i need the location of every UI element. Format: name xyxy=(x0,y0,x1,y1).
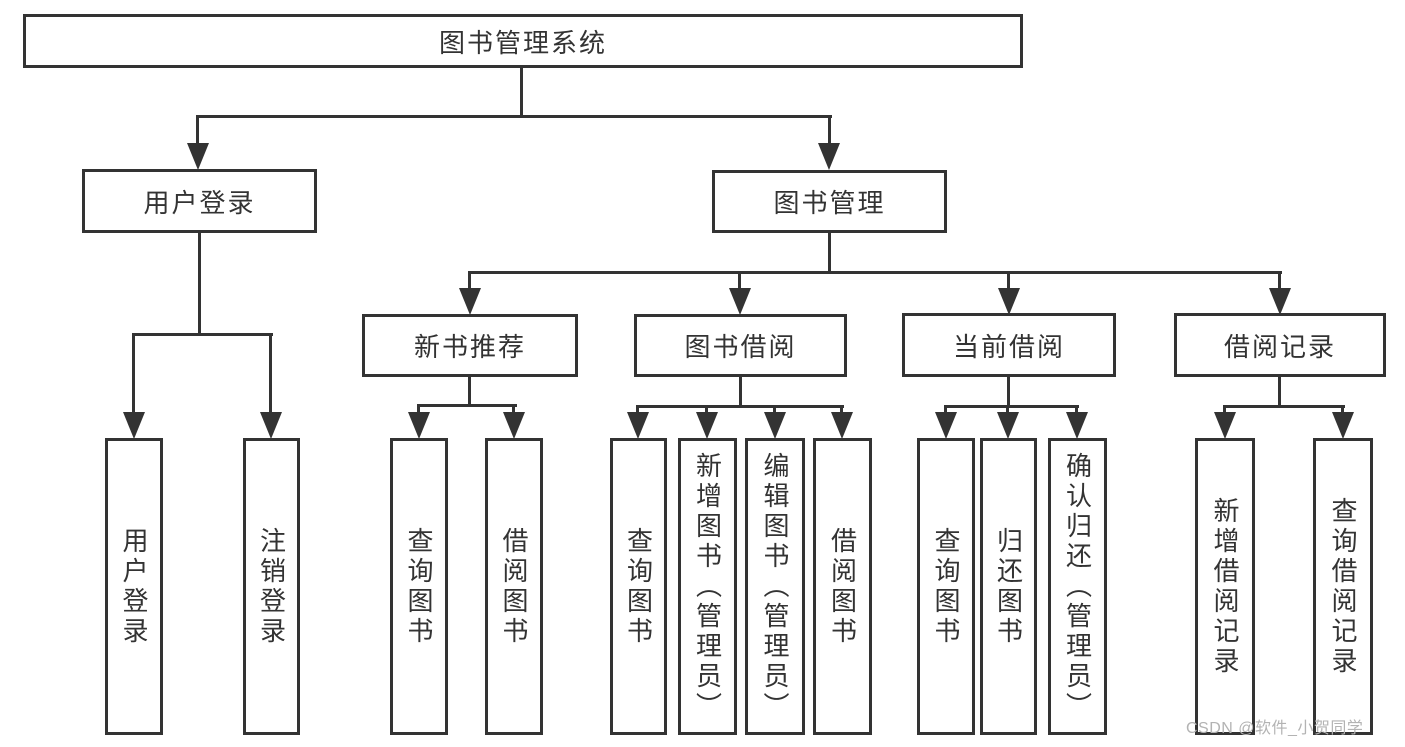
connector-leaf-stem-line xyxy=(1341,408,1344,413)
leaf-label: 编辑图书（管理员） xyxy=(760,451,790,722)
connector-level2-stem-line xyxy=(738,274,741,290)
leaf-add-borrow-record: 新增借阅记录 xyxy=(1195,438,1255,735)
arrow-down-icon xyxy=(260,412,282,439)
connector-stub-line xyxy=(1278,377,1281,408)
arrow-down-icon xyxy=(997,412,1019,439)
connector-leaf-stem-line xyxy=(1075,408,1078,413)
arrow-down-icon xyxy=(831,412,853,439)
arrow-down-icon xyxy=(408,412,430,439)
node-book-management: 图书管理 xyxy=(712,170,947,233)
connector-leaf-stem-line xyxy=(636,408,639,413)
leaf-query-books-recommend: 查询图书 xyxy=(390,438,448,735)
leaf-label: 确认归还（管理员） xyxy=(1062,451,1093,722)
leaf-label: 查询图书 xyxy=(931,526,961,647)
leaf-logout: 注销登录 xyxy=(243,438,300,735)
arrow-down-icon xyxy=(764,412,786,439)
node-root: 图书管理系统 xyxy=(23,14,1023,68)
watermark: CSDN @软件_小贺同学 xyxy=(1186,720,1364,737)
connector-root-stub-line xyxy=(520,68,523,118)
leaf-user-login: 用户登录 xyxy=(105,438,163,735)
arrow-down-icon xyxy=(696,412,718,439)
connector-rail-line xyxy=(944,405,1079,408)
connector-leaf-stem-line xyxy=(944,408,947,413)
leaf-query-books-borrowing: 查询图书 xyxy=(610,438,667,735)
connector-level2-stem-line xyxy=(1278,274,1281,290)
connector-user-login-rail-line xyxy=(132,333,273,336)
connector-stub-line xyxy=(1007,377,1010,408)
arrow-down-icon xyxy=(503,412,525,439)
leaf-label: 查询图书 xyxy=(404,526,434,647)
connector-user-login-stem-line xyxy=(196,118,199,146)
arrow-down-icon xyxy=(459,288,481,315)
leaf-label: 新增借阅记录 xyxy=(1210,496,1240,677)
arrow-down-icon xyxy=(998,288,1020,315)
connector-stub-line xyxy=(468,377,471,407)
leaf-query-books-current: 查询图书 xyxy=(917,438,975,735)
arrow-down-icon xyxy=(935,412,957,439)
arrow-down-icon xyxy=(729,288,751,315)
connector-rail-line xyxy=(636,405,844,408)
connector-leaf-stem-line xyxy=(1223,408,1226,413)
node-book-borrowing: 图书借阅 xyxy=(634,314,847,377)
leaf-label: 注销登录 xyxy=(256,526,287,647)
connector-rail-line xyxy=(417,404,517,407)
arrow-down-icon xyxy=(627,412,649,439)
leaf-borrow-books: 借阅图书 xyxy=(813,438,872,735)
connector-leaf-stem-line xyxy=(417,407,420,413)
arrow-down-icon xyxy=(187,143,209,170)
arrow-down-icon xyxy=(1269,288,1291,315)
connector-leaf-stem-line xyxy=(773,408,776,413)
connector-user-login-down-line xyxy=(198,233,201,336)
leaf-label: 查询图书 xyxy=(623,526,654,647)
leaf-edit-books-admin: 编辑图书（管理员） xyxy=(745,438,805,735)
leaf-borrow-books-recommend: 借阅图书 xyxy=(485,438,543,735)
leaf-label: 查询借阅记录 xyxy=(1328,496,1358,677)
node-user-login: 用户登录 xyxy=(82,169,317,233)
connector-book-mgmt-down-line xyxy=(828,233,831,273)
leaf-label: 新增图书（管理员） xyxy=(692,451,723,722)
leaf-label: 归还图书 xyxy=(993,526,1024,647)
connector-leaf-stem-line xyxy=(840,408,843,413)
leaf-return-books: 归还图书 xyxy=(980,438,1037,735)
connector-level1-rail-line xyxy=(196,115,832,118)
leaf-label: 用户登录 xyxy=(119,526,149,647)
connector-level2-stem-line xyxy=(468,274,471,290)
connector-leaf-stem-line xyxy=(512,407,515,413)
leaf-add-books-admin: 新增图书（管理员） xyxy=(678,438,737,735)
leaf-label: 借阅图书 xyxy=(499,526,529,647)
leaf-query-borrow-record: 查询借阅记录 xyxy=(1313,438,1373,735)
connector-leaf-stem-line xyxy=(132,336,135,413)
leaf-confirm-return-admin: 确认归还（管理员） xyxy=(1048,438,1107,735)
node-current-borrowing: 当前借阅 xyxy=(902,313,1116,377)
node-new-book-recommendation: 新书推荐 xyxy=(362,314,578,377)
connector-book-mgmt-stem-line xyxy=(828,118,831,146)
arrow-down-icon xyxy=(1066,412,1088,439)
connector-level2-rail-line xyxy=(468,271,1282,274)
connector-stub-line xyxy=(739,377,742,408)
arrow-down-icon xyxy=(818,143,840,170)
node-borrowing-records: 借阅记录 xyxy=(1174,313,1386,377)
leaf-label: 借阅图书 xyxy=(827,526,858,647)
connector-rail-line xyxy=(1223,405,1345,408)
arrow-down-icon xyxy=(1214,412,1236,439)
connector-leaf-stem-line xyxy=(705,408,708,413)
arrow-down-icon xyxy=(123,412,145,439)
connector-leaf-stem-line xyxy=(1006,408,1009,413)
connector-level2-stem-line xyxy=(1007,274,1010,290)
arrow-down-icon xyxy=(1332,412,1354,439)
connector-leaf-stem-line xyxy=(269,336,272,413)
